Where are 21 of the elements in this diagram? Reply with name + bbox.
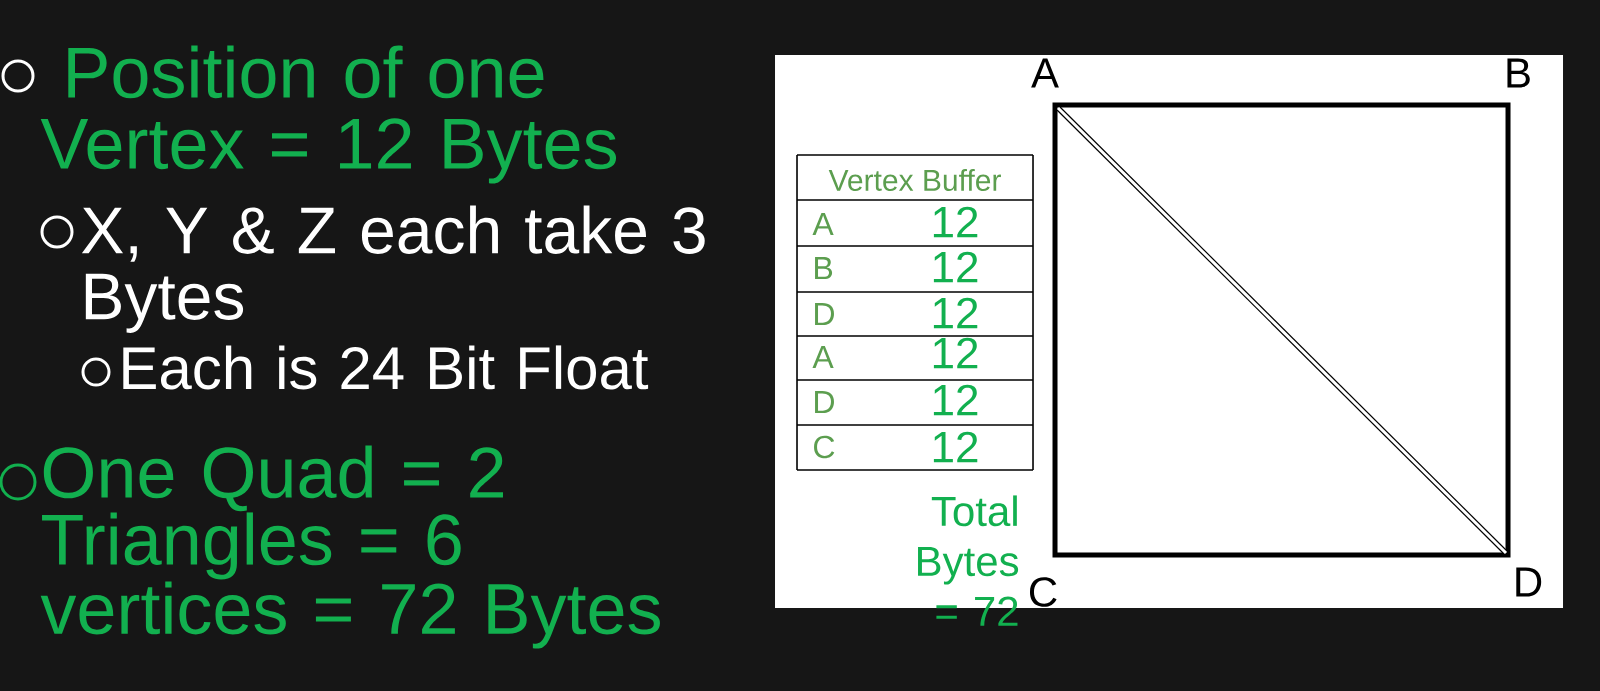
table-cell: 12: [933, 384, 978, 416]
table-cell: A: [812, 346, 834, 368]
table-cell: A: [812, 213, 834, 235]
vertex-label: A: [1031, 58, 1059, 88]
table-cell: 12: [933, 297, 978, 329]
vertex-label: C: [1030, 577, 1057, 607]
bullet-text: X, Y & Z each take 3 Bytes: [81, 205, 705, 333]
table-cell: D: [815, 391, 834, 413]
table-cell: 12: [933, 206, 978, 238]
vertex-label: D: [1516, 567, 1542, 597]
table-cell: 12: [933, 337, 978, 369]
bullet-text: Position of one Vertex = 12 Bytes: [40, 45, 617, 184]
table-cell: B: [815, 257, 833, 279]
vertex-label: B: [1507, 58, 1530, 88]
table-cell: C: [814, 435, 835, 459]
bullet-text: Each is 24 Bit Float: [123, 345, 649, 390]
table-cell: 12: [933, 431, 978, 463]
table-header: Vertex Buffer: [828, 169, 1001, 191]
table-cell: 12: [933, 251, 978, 283]
bullet-text: One Quad = 2 Triangles = 6 vertices = 72 Bytes: [40, 445, 660, 649]
table-cell: D: [815, 303, 834, 325]
